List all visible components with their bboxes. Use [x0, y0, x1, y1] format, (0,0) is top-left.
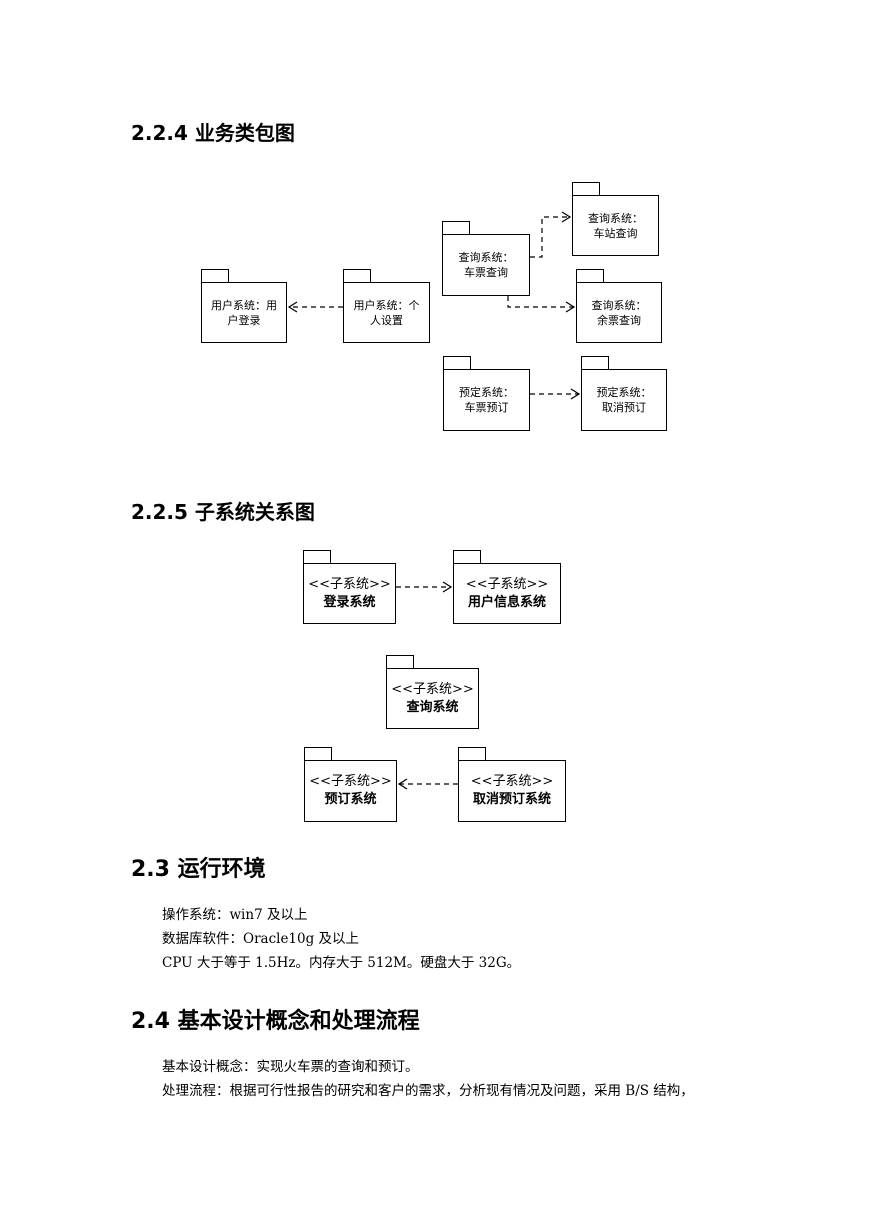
section-title-2-3: 2.3 运行环境	[131, 857, 266, 882]
package-remain-query: 查询系统：余票查询	[576, 269, 662, 343]
package-user-personal-settings: 用户系统：个人设置	[343, 269, 430, 343]
process-flow: 处理流程：根据可行性报告的研究和客户的需求，分析现有情况及问题，采用 B/S 结…	[162, 1083, 694, 1099]
section-title-2-2-4: 2.2.4 业务类包图	[131, 121, 295, 145]
subsystem-query: <<子系统>>查询系统	[386, 655, 479, 729]
env-db: 数据库软件：Oracle10g 及以上	[162, 931, 360, 947]
env-hardware: CPU 大于等于 1.5Hz。内存大于 512M。硬盘大于 32G。	[162, 955, 521, 971]
subsystem-user-info: <<子系统>>用户信息系统	[453, 550, 561, 624]
subsystem-login: <<子系统>>登录系统	[303, 550, 396, 624]
env-os: 操作系统：win7 及以上	[162, 907, 308, 923]
package-station-query: 查询系统：车站查询	[572, 182, 659, 256]
package-ticket-query: 查询系统：车票查询	[442, 221, 530, 296]
package-user-login: 用户系统：用户登录	[201, 269, 287, 343]
subsystem-cancel-booking: <<子系统>>取消预订系统	[458, 747, 566, 822]
section-title-2-4: 2.4 基本设计概念和处理流程	[131, 1009, 420, 1034]
section-title-2-2-5: 2.2.5 子系统关系图	[131, 500, 315, 524]
subsystem-booking: <<子系统>>预订系统	[304, 747, 397, 822]
package-cancel-booking: 预定系统：取消预订	[581, 356, 667, 431]
arrow-ticket-to-remain	[507, 296, 574, 308]
package-ticket-booking: 预定系统：车票预订	[443, 356, 530, 431]
design-concept: 基本设计概念：实现火车票的查询和预订。	[162, 1059, 419, 1075]
arrow-ticket-to-station	[530, 216, 570, 258]
